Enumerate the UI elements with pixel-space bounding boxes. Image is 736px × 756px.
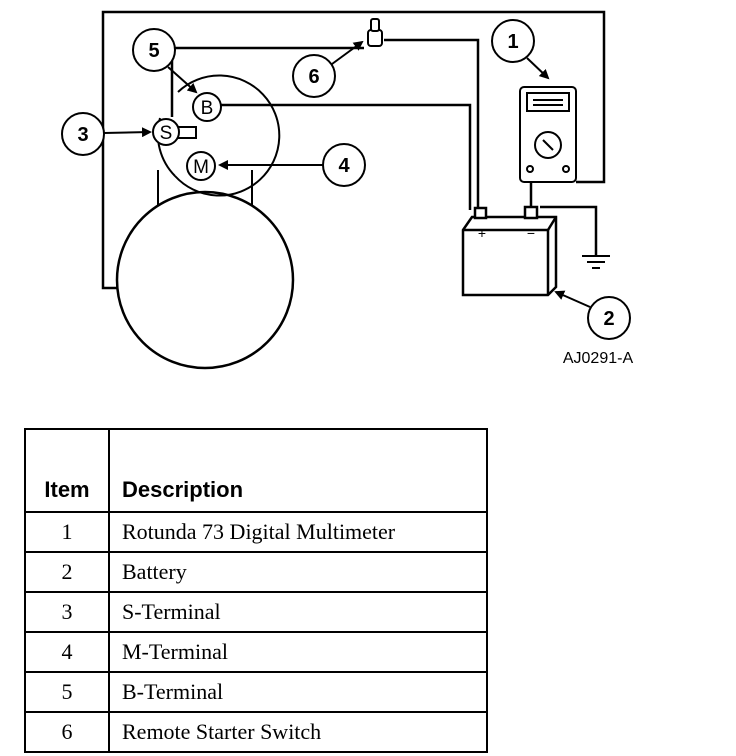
multimeter (519, 86, 577, 183)
item-number: 3 (24, 591, 110, 633)
figure-id: AJ0291-A (563, 350, 634, 367)
callout-6-number: 6 (308, 66, 319, 88)
callout-4: 4 (218, 143, 366, 187)
legend-table: Item Description 1 Rotunda 73 Digital Mu… (24, 428, 488, 753)
callout-3: 3 (61, 112, 152, 156)
table-row: 1 Rotunda 73 Digital Multimeter (24, 511, 488, 553)
item-number: 1 (24, 511, 110, 553)
callout-2-number: 2 (603, 308, 614, 330)
callout-5: 5 (132, 28, 198, 94)
ground-icon (582, 255, 610, 269)
callout-4-number: 4 (338, 155, 350, 177)
battery-negative-sign: − (527, 225, 535, 241)
s-terminal: S (152, 118, 197, 146)
table-row: 3 S-Terminal (24, 591, 488, 633)
callout-6: 6 (292, 40, 364, 98)
b-terminal: B (192, 92, 222, 122)
remote-starter-switch (367, 18, 383, 47)
callout-1: 1 (491, 19, 550, 80)
m-terminal-label: M (193, 157, 209, 178)
m-terminal: M (186, 151, 216, 181)
callout-5-number: 5 (148, 40, 159, 62)
battery (461, 205, 558, 297)
b-terminal-label: B (201, 98, 214, 119)
table-row: 2 Battery (24, 551, 488, 593)
starter-test-diagram: B S M (61, 10, 634, 370)
item-number: 4 (24, 631, 110, 673)
callout-2: 2 (554, 290, 631, 340)
starter-motor (115, 170, 295, 370)
table-row: 5 B-Terminal (24, 671, 488, 713)
item-description: M-Terminal (108, 631, 488, 673)
s-terminal-label: S (160, 123, 173, 144)
battery-positive-sign: + (478, 225, 486, 241)
table-row: 6 Remote Starter Switch (24, 711, 488, 753)
item-description: Remote Starter Switch (108, 711, 488, 753)
table-row: 4 M-Terminal (24, 631, 488, 673)
item-number: 6 (24, 711, 110, 753)
item-description: S-Terminal (108, 591, 488, 633)
item-description: B-Terminal (108, 671, 488, 713)
item-number: 2 (24, 551, 110, 593)
description-column-header: Description (108, 428, 488, 513)
item-description: Rotunda 73 Digital Multimeter (108, 511, 488, 553)
legend-header-row: Item Description (24, 428, 488, 513)
item-column-header: Item (24, 428, 110, 513)
item-number: 5 (24, 671, 110, 713)
callout-3-number: 3 (77, 124, 88, 146)
item-description: Battery (108, 551, 488, 593)
callout-1-number: 1 (507, 31, 518, 53)
